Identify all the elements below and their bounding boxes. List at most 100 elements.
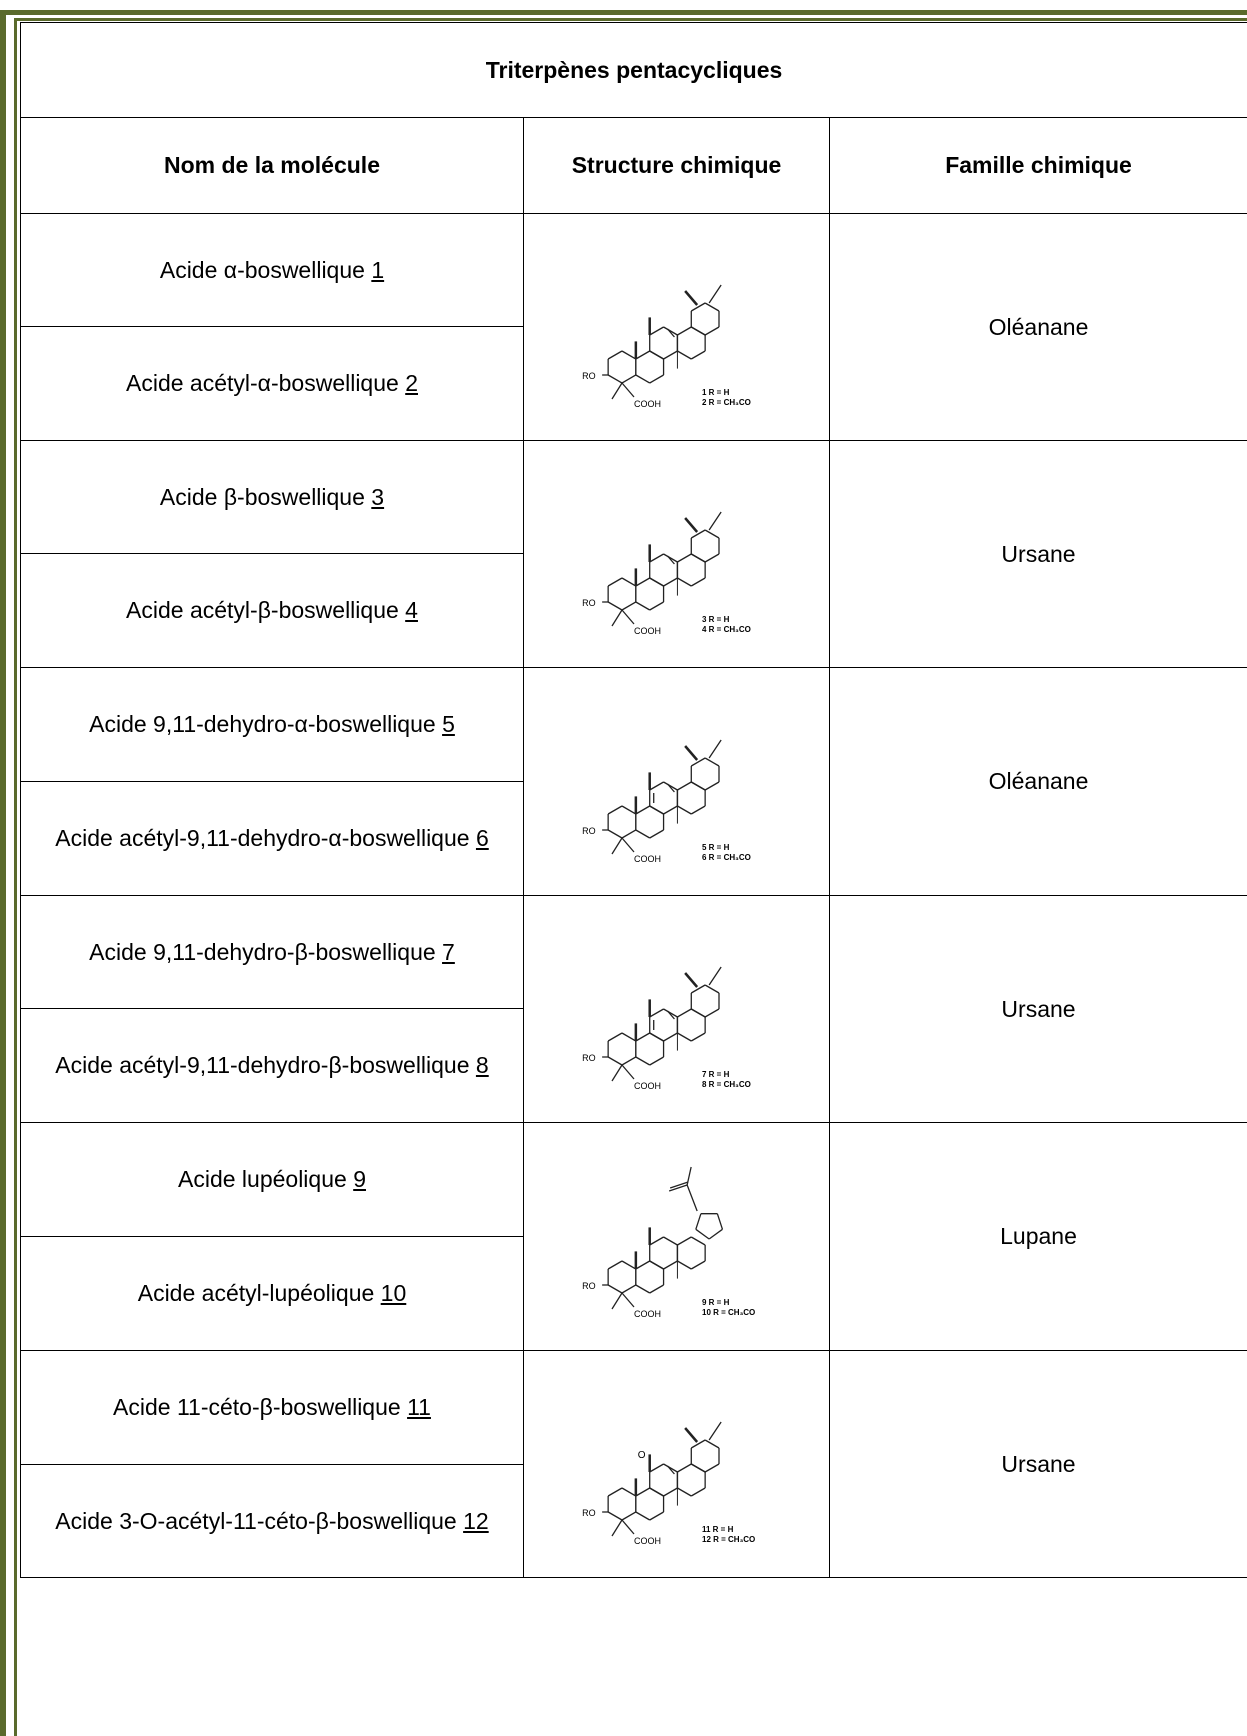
bond bbox=[662, 1032, 678, 1042]
molecule-name: Acide 3-O-acétyl-11-céto-β-boswellique bbox=[55, 1507, 457, 1534]
bond bbox=[607, 804, 622, 815]
bond bbox=[635, 1487, 650, 1497]
bond bbox=[648, 1463, 664, 1473]
bond bbox=[607, 577, 622, 587]
molecule-name-cell: Acide 3-O-acétyl-11-céto-β-boswellique 1… bbox=[20, 1464, 524, 1578]
bond bbox=[676, 1235, 692, 1246]
bond bbox=[683, 290, 698, 306]
molecule-number: 12 bbox=[463, 1507, 489, 1534]
chemical-family: Ursane bbox=[828, 895, 1247, 1123]
molecule-name: Acide 9,11-dehydro-α-boswellique bbox=[89, 711, 436, 737]
chemical-family: Lupane bbox=[828, 1122, 1247, 1351]
header-chemical-structure: Structure chimique bbox=[523, 117, 830, 214]
bond bbox=[648, 374, 664, 384]
bond bbox=[621, 577, 636, 587]
header-molecule-name: Nom de la molécule bbox=[20, 117, 524, 214]
r-substituent-label: 2 R = CH₃CO bbox=[702, 398, 751, 407]
bond bbox=[666, 1465, 675, 1475]
bond bbox=[648, 350, 664, 360]
bond bbox=[662, 350, 678, 360]
bond bbox=[635, 1283, 650, 1294]
table-row: Acide 3-O-acétyl-11-céto-β-boswellique 1… bbox=[20, 1464, 1247, 1578]
r-substituent-label: 5 R = H bbox=[702, 843, 730, 852]
oxo-label: O bbox=[637, 1450, 645, 1461]
bond bbox=[666, 1010, 675, 1020]
ro-label: RO bbox=[582, 1053, 596, 1063]
bond bbox=[690, 1259, 705, 1270]
bond bbox=[610, 1064, 623, 1082]
bond bbox=[635, 828, 650, 839]
ro-label: RO bbox=[582, 371, 596, 381]
bond bbox=[704, 553, 719, 563]
bond bbox=[648, 1032, 664, 1042]
bond bbox=[635, 1056, 650, 1066]
r-substituent-label: 3 R = H bbox=[702, 615, 730, 624]
triterpenes-table: Triterpènes pentacycliques Nom de la mol… bbox=[19, 22, 1247, 1578]
table-row: Acide acétyl-α-boswellique 2 bbox=[20, 326, 1247, 441]
bond bbox=[676, 326, 692, 336]
bond bbox=[694, 1212, 702, 1230]
bond bbox=[648, 804, 664, 815]
bond bbox=[683, 1427, 698, 1443]
bond bbox=[635, 350, 650, 360]
molecule-number: 2 bbox=[405, 370, 418, 396]
molecule-number: 8 bbox=[475, 1052, 489, 1078]
bond bbox=[607, 1056, 622, 1066]
bond bbox=[635, 1511, 650, 1521]
molecule-number: 6 bbox=[475, 825, 489, 851]
bond bbox=[607, 1259, 622, 1270]
bond bbox=[648, 1487, 664, 1497]
bond bbox=[716, 1212, 723, 1230]
header-chemical-family: Famille chimique bbox=[828, 117, 1247, 214]
molecule-name-cell: Acide acétyl-9,11-dehydro-β-boswellique … bbox=[20, 1008, 524, 1123]
bond bbox=[621, 804, 636, 815]
bond bbox=[690, 984, 705, 994]
molecule-name-cell: Acide 11-céto-β-boswellique 11 bbox=[20, 1350, 524, 1465]
molecule-name: Acide acétyl-lupéolique bbox=[137, 1280, 375, 1306]
bond bbox=[708, 739, 722, 758]
bond bbox=[690, 577, 705, 587]
bond bbox=[690, 326, 705, 336]
bond bbox=[690, 1008, 705, 1018]
bond bbox=[621, 374, 636, 384]
bond bbox=[607, 1032, 622, 1042]
bond bbox=[708, 1421, 722, 1441]
molecule-name-cell: Acide 9,11-dehydro-β-boswellique 7 bbox=[20, 895, 524, 1009]
bond bbox=[690, 350, 705, 360]
ro-label: RO bbox=[582, 1281, 596, 1291]
bond bbox=[690, 553, 705, 563]
chemical-family: Oléanane bbox=[828, 667, 1247, 896]
bond bbox=[676, 780, 692, 791]
bond bbox=[690, 1487, 705, 1497]
bond bbox=[648, 780, 664, 791]
bond bbox=[607, 1487, 622, 1497]
bond bbox=[607, 1511, 622, 1521]
bond bbox=[683, 972, 698, 988]
bond bbox=[690, 1463, 705, 1473]
r-substituent-label: 8 R = CH₃CO bbox=[702, 1080, 751, 1089]
bond bbox=[704, 756, 719, 767]
bond bbox=[690, 1032, 705, 1042]
bond bbox=[708, 966, 722, 986]
bond bbox=[648, 1259, 664, 1270]
bond bbox=[704, 1439, 719, 1449]
r-substituent-label: 10 R = CH₃CO bbox=[702, 1308, 755, 1317]
chemical-family: Ursane bbox=[828, 440, 1247, 668]
table-row: Acide acétyl-β-boswellique 4 bbox=[20, 553, 1247, 668]
bond bbox=[662, 577, 678, 587]
bond bbox=[690, 529, 705, 539]
cooh-label: COOH bbox=[634, 854, 661, 864]
bond bbox=[676, 804, 692, 815]
bond bbox=[690, 780, 705, 791]
molecule-name: Acide β-boswellique bbox=[159, 483, 365, 510]
r-substituent-label: 1 R = H bbox=[702, 388, 730, 397]
